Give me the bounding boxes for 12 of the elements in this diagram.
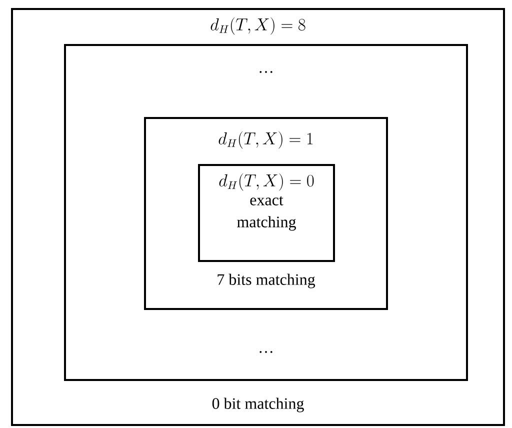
ellipsis-mark: … — [260, 351, 272, 353]
box-text: 0 bit matching — [212, 398, 304, 412]
nested-box — [64, 44, 468, 381]
box-text: exact matching — [237, 196, 296, 231]
nested-box — [198, 164, 335, 262]
formula-label: $d_H(T,X) = 1$ — [218, 131, 313, 149]
formula-label: $d_H(T,X) = 0$ — [219, 173, 314, 191]
ellipsis-mark: … — [260, 71, 272, 73]
nested-box — [11, 8, 505, 426]
box-text: 7 bits matching — [218, 274, 316, 288]
nested-box — [144, 117, 388, 310]
formula-label: $d_H(T,X) = 8$ — [210, 17, 306, 35]
